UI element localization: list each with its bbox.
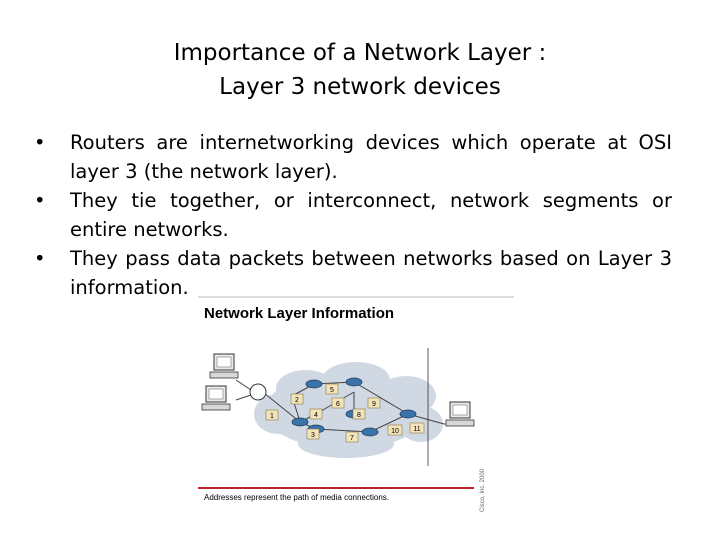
bullet-item: • Routers are internetworking devices wh… [34,128,672,186]
bullet-text: They tie together, or interconnect, netw… [70,189,672,241]
bullet-item: • They tie together, or interconnect, ne… [34,186,672,244]
node-label-5: 5 [330,387,334,394]
node-label-box [265,409,279,421]
title-line-1: Importance of a Network Layer : [173,40,547,66]
router-icon [305,379,323,389]
workstation-icon [209,353,239,379]
node-label-box [387,424,403,436]
workstation-icon [201,385,231,411]
node-label-box [367,397,381,409]
bullet-list: • Routers are internetworking devices wh… [34,128,672,302]
bullet-icon: • [34,189,46,212]
node-label-10: 10 [391,428,399,435]
node-label-box [290,393,304,405]
network-diagram: Network Layer Information [198,296,514,512]
title-line-2: Layer 3 network devices [219,74,501,100]
node-label-4: 4 [314,412,318,419]
node-label-6: 6 [336,401,340,408]
node-label-box [306,428,320,440]
node-label-box [325,383,339,395]
figure-caption: Addresses represent the path of media co… [204,493,389,502]
network-diagram-figure: Network Layer Information [196,296,516,514]
node-label-11: 11 [413,426,420,433]
node-label-box [331,397,345,409]
figure-credit: Cisco, Inc. 2000 [480,468,486,512]
router-icon [291,417,309,427]
node-label-8: 8 [357,412,361,419]
node-label-box [409,422,425,434]
node-label-box [345,431,359,443]
router-icon [361,427,379,437]
node-label-3: 3 [311,432,315,439]
bullet-text: They pass data packets between networks … [70,247,672,299]
router-icon [399,409,417,419]
bullet-icon: • [34,247,46,270]
node-label-box [309,408,323,420]
bullet-item: • They pass data packets between network… [34,244,672,302]
figure-title: Network Layer Information [204,305,394,322]
node-label-2: 2 [295,397,299,404]
workstation-icon [445,401,475,427]
bullet-icon: • [34,131,46,154]
bullet-text: Routers are internetworking devices whic… [70,131,672,183]
hub-icon [249,383,267,401]
node-label-box [352,408,366,420]
network-cloud-icon [254,362,443,458]
slide-title: Importance of a Network Layer : Layer 3 … [0,36,720,104]
node-label-9: 9 [372,401,376,408]
router-icon [345,377,363,387]
node-label-1: 1 [270,413,274,420]
node-label-7: 7 [350,435,354,442]
